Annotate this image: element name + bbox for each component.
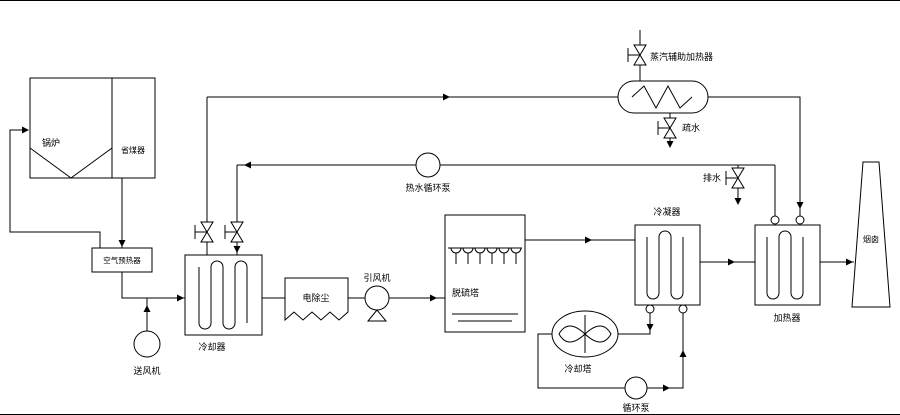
electrostatic-precipitator: 电除尘 bbox=[284, 277, 349, 322]
steam-auxiliary-heater: 蒸汽辅助加热器 疏水 bbox=[617, 51, 713, 133]
tower-body bbox=[444, 214, 526, 333]
arrow-into-chimney-right bbox=[846, 258, 853, 266]
circ-pump-icon bbox=[624, 376, 648, 400]
cooler-inlet-valve-left-icon bbox=[194, 221, 214, 243]
arrow-tower-outlet-right bbox=[585, 236, 592, 244]
condenser-to-coolingtower-line bbox=[618, 313, 651, 335]
tower-liquid-level bbox=[452, 313, 518, 322]
steam-trap-valve-icon bbox=[657, 117, 677, 139]
valves bbox=[194, 44, 745, 243]
boiler-label: 锅炉 bbox=[42, 137, 60, 148]
fd-fan-label: 送风机 bbox=[133, 365, 160, 376]
cooler: 冷却器 bbox=[184, 254, 263, 352]
fd-fan-icon bbox=[133, 330, 161, 358]
cooler-coil bbox=[198, 260, 248, 330]
preheater-to-cooler-duct bbox=[121, 272, 185, 299]
induced-draft-fan: 引风机 bbox=[363, 272, 391, 322]
steam-supply-valve-icon bbox=[627, 44, 647, 66]
boiler-body bbox=[29, 77, 156, 179]
id-fan-icon bbox=[364, 285, 390, 311]
pump-to-condenser-line bbox=[647, 313, 684, 389]
esp-label: 电除尘 bbox=[302, 292, 329, 303]
heater-port-left bbox=[770, 215, 780, 225]
tower-label: 脱硫塔 bbox=[452, 287, 479, 298]
condenser: 冷凝器 bbox=[634, 206, 701, 314]
condenser-port-right bbox=[678, 304, 688, 314]
heater-label: 加热器 bbox=[773, 312, 800, 323]
arrow-return-left bbox=[244, 161, 251, 169]
arrow-fan-up bbox=[143, 305, 151, 312]
arrow-coolingwater-down bbox=[646, 324, 654, 331]
economizer-label: 省煤器 bbox=[121, 145, 145, 155]
steam-heater-label: 蒸汽辅助加热器 bbox=[650, 51, 713, 62]
condenser-body bbox=[634, 224, 701, 306]
trap-label: 疏水 bbox=[682, 122, 700, 133]
arrow-steam-outlet-down bbox=[796, 202, 804, 209]
cooling-tower: 冷却塔 bbox=[551, 310, 619, 374]
arrow-coolingwater-up bbox=[679, 350, 687, 357]
chimney-label: 烟囱 bbox=[863, 234, 879, 244]
hot-air-loop bbox=[9, 129, 101, 248]
desulfurization-tower: 脱硫塔 bbox=[444, 214, 526, 333]
arrow-into-heater-right bbox=[728, 258, 735, 266]
arrow-into-cooler-down bbox=[233, 246, 241, 253]
arrow-drain-down bbox=[734, 198, 742, 205]
condenser-label: 冷凝器 bbox=[653, 206, 680, 217]
tower-spray-nozzles bbox=[450, 247, 522, 254]
heater-body bbox=[754, 224, 821, 306]
drain-label: 排水 bbox=[703, 172, 721, 183]
air-preheater: 空气预热器 bbox=[91, 247, 153, 273]
arrow-into-tower-right bbox=[430, 294, 437, 302]
air-preheater-label: 空气预热器 bbox=[103, 255, 141, 265]
heater: 加热器 bbox=[754, 215, 821, 323]
id-fan-stand bbox=[366, 309, 388, 322]
esp-body bbox=[284, 277, 349, 322]
arrow-duct-into-cooler bbox=[177, 294, 184, 302]
condenser-coil bbox=[646, 230, 684, 300]
coolingtower-outlet-line bbox=[537, 333, 625, 389]
arrow-trap-down bbox=[666, 141, 674, 148]
hot-water-circulation-pump: 热水循环泵 bbox=[405, 152, 451, 193]
boiler: 锅炉 省煤器 bbox=[29, 77, 156, 179]
heater-coil bbox=[766, 230, 804, 300]
cooler-inlet-valve-right-icon bbox=[224, 221, 244, 243]
flow-arrows bbox=[22, 93, 853, 392]
chimney-body bbox=[851, 161, 891, 308]
steamheater-outlet-line bbox=[708, 96, 801, 216]
steam-heater-element bbox=[631, 84, 693, 110]
tower-nozzle-stems bbox=[455, 253, 517, 264]
arrow-economizer-down bbox=[118, 240, 126, 247]
condenser-port-left bbox=[645, 304, 655, 314]
arrow-steam-line-right bbox=[443, 93, 450, 101]
arrow-after-pump-right bbox=[663, 384, 670, 392]
pipe-network bbox=[9, 30, 854, 389]
heater-port-right bbox=[795, 215, 805, 225]
circ-pump-label: 循环泵 bbox=[622, 402, 649, 413]
cooling-tower-label: 冷却塔 bbox=[564, 363, 591, 374]
id-fan-label: 引风机 bbox=[363, 272, 390, 283]
cooling-tower-fan-icon bbox=[558, 315, 612, 353]
chimney: 烟囱 bbox=[851, 161, 891, 308]
hw-pump-label: 热水循环泵 bbox=[405, 182, 450, 193]
steam-heater-vessel bbox=[617, 80, 709, 114]
boiler-hopper bbox=[29, 147, 113, 179]
forced-draft-fan: 送风机 bbox=[133, 330, 161, 376]
circulation-pump: 循环泵 bbox=[622, 376, 650, 413]
drain-valve-icon bbox=[725, 167, 745, 189]
arrow-air-into-boiler bbox=[22, 126, 29, 134]
air-preheater-body bbox=[91, 247, 153, 273]
hw-pump-icon bbox=[415, 152, 441, 178]
cooler-label: 冷却器 bbox=[198, 341, 225, 352]
